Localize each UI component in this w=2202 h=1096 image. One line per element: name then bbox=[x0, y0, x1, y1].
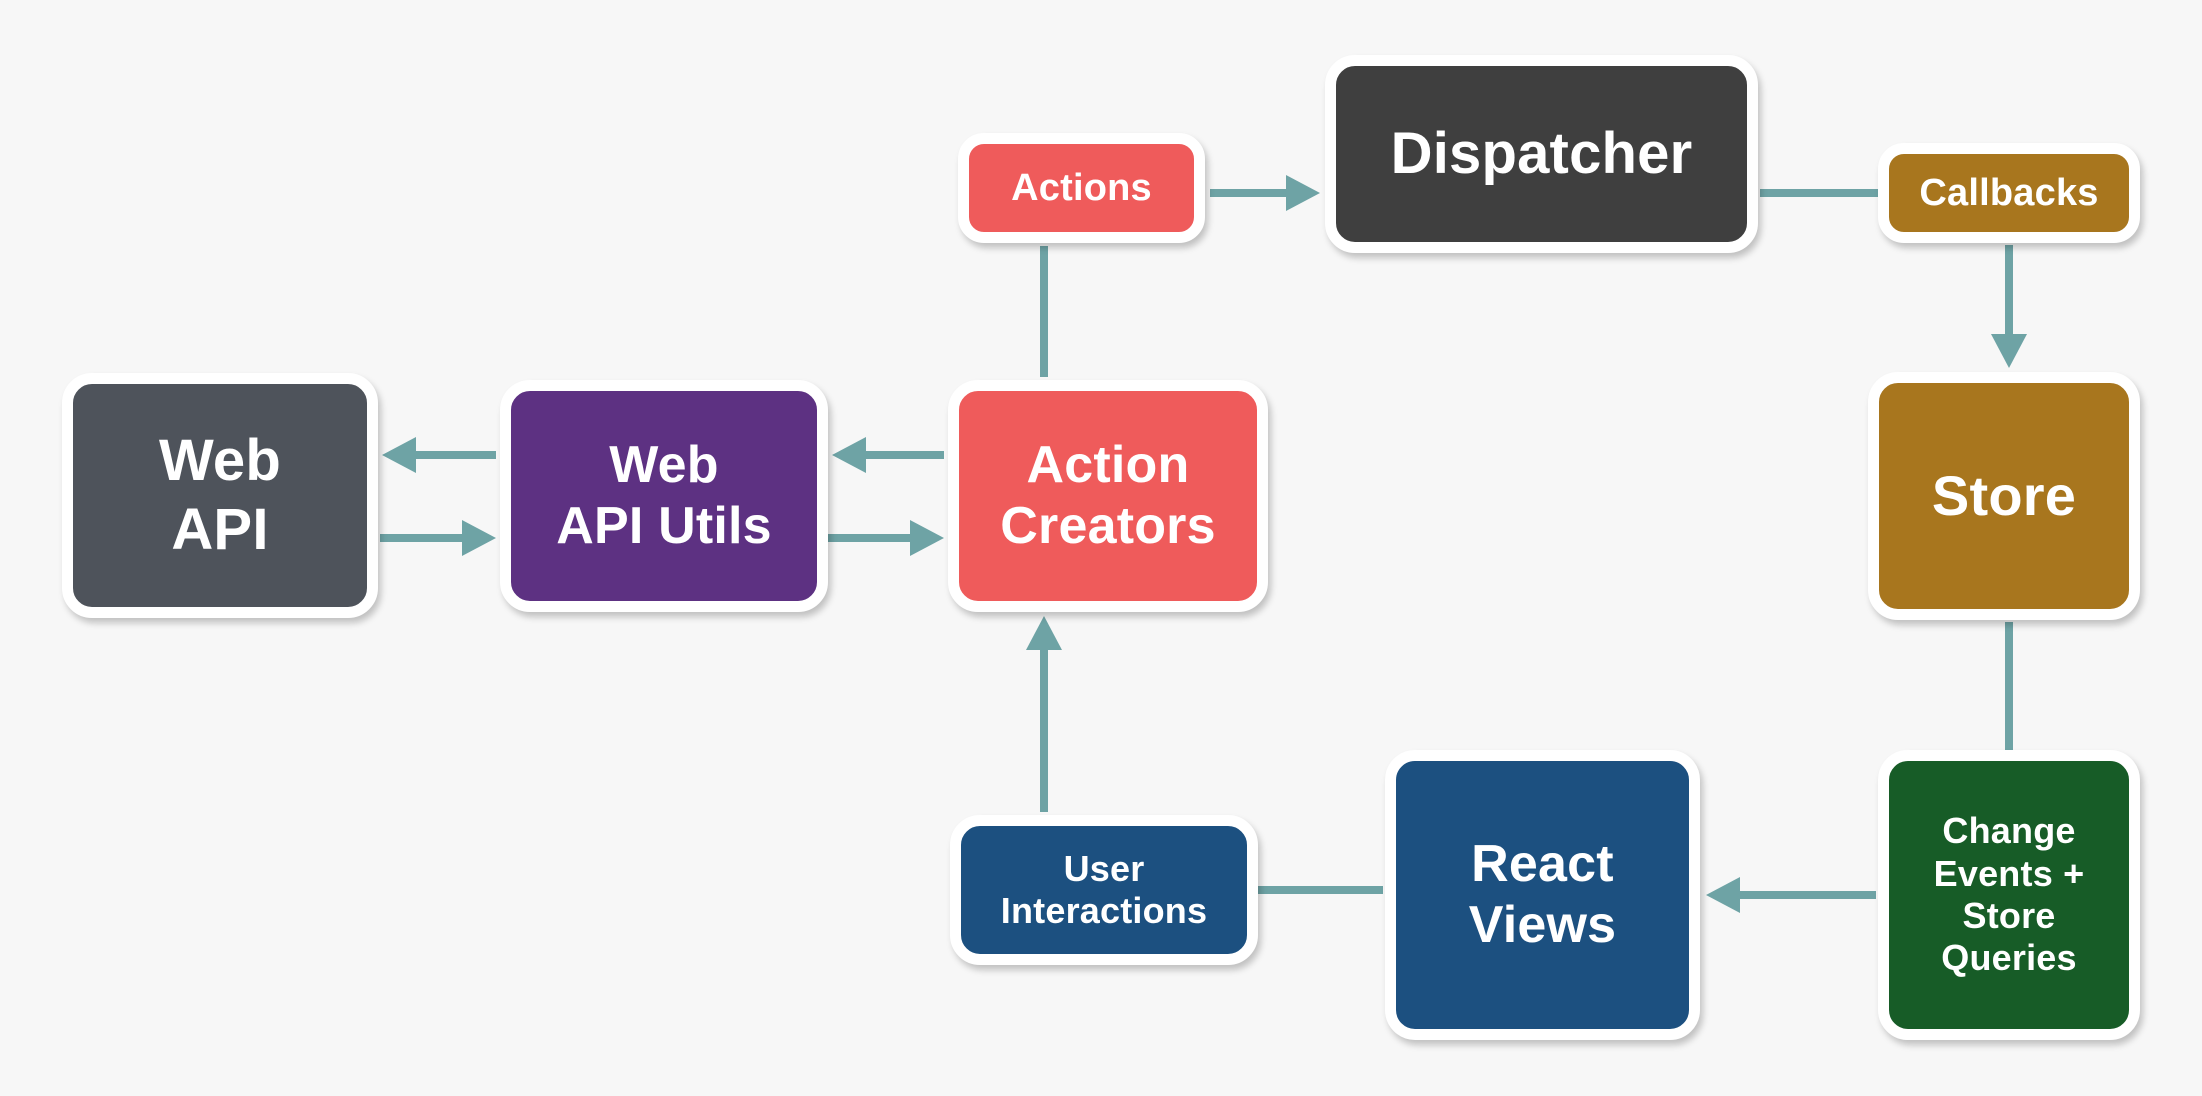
edge-change-events-to-react-views bbox=[1706, 877, 1876, 913]
edge-action-creators-to-web-api-utils bbox=[832, 437, 944, 473]
node-store[interactable]: Store bbox=[1868, 372, 2140, 620]
arrowhead-icon bbox=[1286, 175, 1320, 211]
arrowhead-icon bbox=[910, 520, 944, 556]
node-user-interactions[interactable]: User Interactions bbox=[950, 815, 1258, 965]
node-action-creators[interactable]: Action Creators bbox=[948, 380, 1268, 612]
arrowhead-icon bbox=[1706, 877, 1740, 913]
edge-callbacks-to-store bbox=[1991, 245, 2027, 368]
node-callbacks[interactable]: Callbacks bbox=[1878, 143, 2140, 243]
arrowhead-icon bbox=[832, 437, 866, 473]
edge-web-api-to-web-api-utils bbox=[380, 520, 496, 556]
arrowhead-icon bbox=[382, 437, 416, 473]
node-dispatcher[interactable]: Dispatcher bbox=[1325, 55, 1758, 253]
edge-actions-to-dispatcher bbox=[1210, 175, 1320, 211]
node-react-views[interactable]: React Views bbox=[1385, 750, 1700, 1040]
node-actions[interactable]: Actions bbox=[958, 133, 1205, 243]
arrowhead-icon bbox=[1991, 334, 2027, 368]
arrowhead-icon bbox=[462, 520, 496, 556]
node-web-api[interactable]: Web API bbox=[62, 373, 378, 618]
edge-web-api-utils-to-action-creators bbox=[828, 520, 944, 556]
node-change-events-store-queries[interactable]: Change Events + Store Queries bbox=[1878, 750, 2140, 1040]
arrowhead-icon bbox=[1026, 616, 1062, 650]
node-web-api-utils[interactable]: Web API Utils bbox=[500, 380, 828, 612]
edge-web-api-utils-to-web-api bbox=[382, 437, 496, 473]
edge-user-interactions-to-action-creators bbox=[1026, 616, 1062, 812]
